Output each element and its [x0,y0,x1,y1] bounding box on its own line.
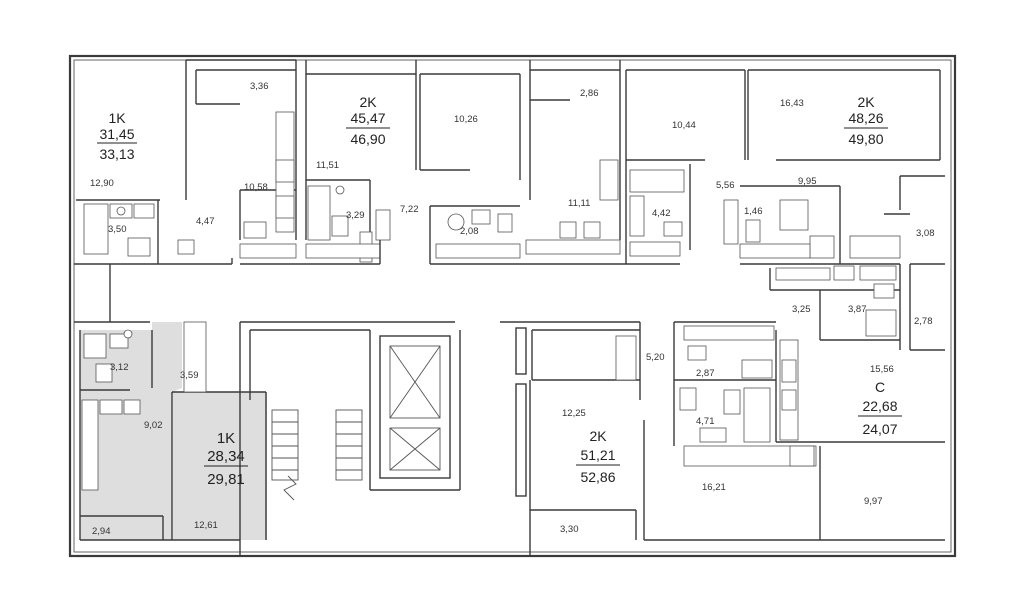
apartment-1k-top-left [76,59,297,264]
room-area: 12,61 [194,520,218,531]
room-area: 3,30 [560,524,579,535]
apartment-total-area: 29,81 [207,471,245,488]
stairwell [239,322,527,556]
room-area: 3,36 [250,81,269,92]
apartment-2k-45 [305,60,417,264]
room-area: 2,86 [580,88,599,99]
room-top-middle-right [525,60,621,255]
highlighted-apartment-fill [80,322,267,540]
apartment-total-area: 52,86 [580,469,615,485]
apartment-living-area: 31,45 [99,126,134,142]
room-area: 9,02 [144,420,163,431]
room-area: 3,08 [916,228,935,239]
room-area: 16,21 [702,482,726,493]
room-area: 4,42 [652,208,671,219]
apartment-label-studio-c: С 22,68 24,07 [858,379,902,437]
room-area: 1,46 [744,206,763,217]
room-area: 3,25 [792,304,811,315]
room-area: 11,11 [568,198,590,209]
room-area: 4,47 [196,216,215,227]
room-area: 12,90 [90,178,114,189]
room-area: 9,97 [864,496,883,507]
apartment-living-area: 45,47 [350,110,385,126]
apartment-2k-51 [529,321,945,556]
apartment-type: 1K [108,110,126,126]
apartment-studio-c [769,263,945,443]
apartment-total-area: 49,80 [848,131,883,147]
room-area: 10,26 [454,114,478,125]
apartment-label-1k-31: 1K 31,45 33,13 [97,110,137,162]
room-area: 7,22 [400,204,419,215]
apartment-total-area: 24,07 [862,421,897,437]
apartment-total-area: 46,90 [350,131,385,147]
apartment-label-1k-28: 1K 28,34 29,81 [204,430,248,488]
room-10-44-block [625,69,746,264]
apartment-living-area: 22,68 [862,398,897,414]
room-area-labels: 3,36 12,90 10,58 3,50 4,47 11,51 3,29 7,… [90,81,935,537]
apartment-type: 2K [359,94,377,110]
room-area: 10,58 [244,182,268,193]
room-area: 4,71 [696,416,715,427]
apartment-2k-48 [723,69,945,264]
room-area: 3,29 [346,210,365,221]
apartment-living-area: 28,34 [207,448,245,465]
apartment-1k-highlighted-walls [79,321,267,541]
room-area: 10,44 [672,120,696,131]
room-area: 2,87 [696,368,715,379]
room-area: 11,51 [316,160,339,171]
room-area: 2,94 [92,526,111,537]
room-area: 12,25 [562,408,586,419]
apartment-type: С [875,379,885,395]
room-area: 3,59 [180,370,199,381]
room-area: 3,87 [848,304,867,315]
room-area: 3,12 [110,362,129,373]
room-area: 3,50 [108,224,127,235]
apartment-total-area: 33,13 [99,146,134,162]
apartment-type: 2K [857,94,875,110]
room-area: 9,95 [798,176,817,187]
apartment-living-area: 48,26 [848,110,883,126]
corridor-walls [74,258,900,323]
apartment-type: 2K [589,428,607,444]
apartment-label-2k-48: 2K 48,26 49,80 [844,94,888,147]
room-area: 5,20 [646,352,665,363]
room-area: 5,56 [716,180,735,191]
apartment-label-2k-51: 2K 51,21 52,86 [576,428,620,485]
room-area: 16,43 [780,98,804,109]
apartment-type: 1K [217,430,235,447]
room-area: 2,08 [460,226,479,237]
apartment-label-2k-45: 2K 45,47 46,90 [346,94,390,147]
room-area: 2,78 [914,316,933,327]
room-central-top [419,73,521,264]
apartment-living-area: 51,21 [580,447,615,463]
outer-walls [68,54,957,558]
room-area: 15,56 [870,364,894,375]
